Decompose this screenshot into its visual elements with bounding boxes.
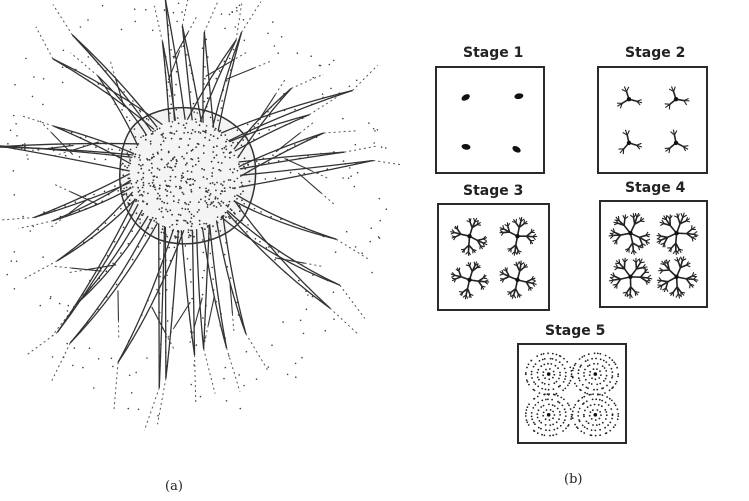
stage-1-box: [435, 66, 545, 174]
colony-4: [571, 393, 620, 437]
colony-4: [664, 129, 689, 154]
colony-2: [664, 86, 690, 110]
stage-3-box: [437, 203, 550, 311]
central-mass: [119, 107, 257, 245]
stage-1-label: Stage 1: [463, 45, 524, 61]
colony-2: [499, 216, 538, 256]
colony-4: [499, 260, 537, 300]
stage-5-box: [517, 343, 627, 444]
panel-b-label: (b): [564, 472, 583, 487]
stage-2-box: [597, 66, 708, 174]
stage-5-drawing: [524, 352, 620, 437]
colony-3: [450, 261, 490, 300]
mycelium-drawing: [0, 0, 400, 431]
colony-3: [618, 129, 643, 155]
colony-1: [608, 212, 651, 255]
colony-1: [450, 217, 488, 256]
colony-1: [461, 94, 470, 101]
stage-3-label: Stage 3: [463, 183, 524, 199]
stage-4-box: [599, 200, 708, 308]
colony-1: [524, 352, 573, 396]
colony-3: [524, 393, 573, 437]
stage-2-drawing: [616, 86, 690, 155]
colony-2: [571, 352, 620, 396]
panel-a-label: (a): [165, 479, 183, 494]
colony-2: [514, 93, 524, 100]
stage-3-drawing: [450, 216, 538, 300]
stage-4-drawing: [608, 212, 699, 299]
stage-5-label: Stage 5: [545, 323, 606, 339]
colony-3: [608, 257, 653, 299]
stage-4-label: Stage 4: [625, 180, 686, 196]
colony-2: [656, 212, 699, 256]
colony-4: [656, 256, 699, 299]
stage-2-label: Stage 2: [625, 45, 686, 61]
colony-3: [461, 143, 471, 150]
stage-1-drawing: [461, 93, 524, 153]
colony-1: [616, 86, 643, 109]
colony-4: [512, 146, 521, 153]
